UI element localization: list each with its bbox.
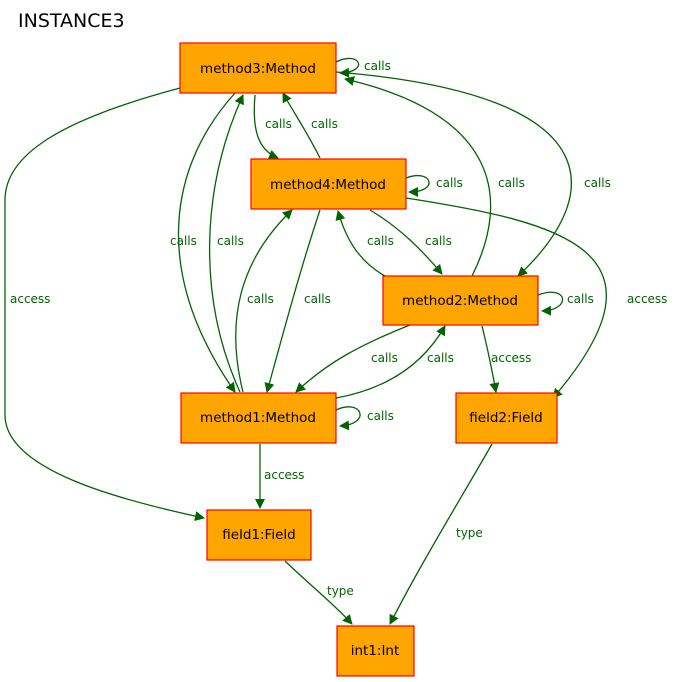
node-method4[interactable]: method4:Method: [250, 158, 407, 210]
edge-label: calls: [247, 292, 274, 306]
node-field1[interactable]: field1:Field: [206, 509, 312, 561]
edge-label: calls: [170, 234, 197, 248]
edge-method2-method1: calls: [295, 324, 411, 393]
edge-method2-field2: access: [481, 325, 531, 393]
node-field2[interactable]: field2:Field: [455, 392, 558, 444]
edge-field2-int1: type: [389, 443, 493, 625]
edge-method1-method1: calls: [335, 406, 394, 431]
edge-label: calls: [311, 117, 338, 131]
edge-label: access: [264, 468, 304, 482]
edge-label: calls: [265, 117, 292, 131]
edge-method1-method4: calls: [235, 209, 293, 393]
edge-method2-method2: calls: [537, 291, 594, 316]
edge-method4-method4: calls: [405, 174, 463, 197]
edge-method1-method3: calls: [208, 94, 244, 393]
edge-method3-method4: calls: [253, 94, 292, 160]
edge-method1-method2: calls: [335, 325, 454, 399]
edge-method4-method3: calls: [282, 92, 338, 159]
edge-method4-method2: calls: [369, 209, 452, 275]
node-label: field2:Field: [469, 410, 542, 426]
edge-method4-field2: access: [405, 197, 667, 399]
node-label: method4:Method: [270, 177, 386, 193]
edge-method2-method3: calls: [344, 76, 525, 277]
edge-label: access: [10, 292, 50, 306]
node-label: method1:Method: [200, 410, 316, 426]
edge-method1-field1: access: [255, 444, 304, 509]
edge-label: calls: [304, 292, 331, 306]
edge-label: type: [327, 584, 354, 598]
edge-method4-method1: calls: [264, 209, 331, 393]
edge-label: calls: [371, 351, 398, 365]
edge-label: calls: [584, 176, 611, 190]
edge-method3-method1: calls: [170, 92, 236, 393]
edge-method3-field1: access: [4, 87, 205, 522]
edge-label: calls: [217, 234, 244, 248]
node-method2[interactable]: method2:Method: [382, 275, 539, 326]
edge-method3-method2: calls: [335, 71, 611, 277]
node-int1[interactable]: int1:Int: [336, 625, 415, 677]
node-label: method2:Method: [402, 293, 518, 309]
edge-field1-int1: type: [284, 560, 354, 625]
edge-method3-method3: calls: [335, 57, 391, 78]
edge-label: calls: [367, 409, 394, 423]
node-label: field1:Field: [222, 527, 295, 543]
edge-label: access: [627, 292, 667, 306]
edge-method2-method4: calls: [335, 210, 394, 277]
edge-label: calls: [567, 292, 594, 306]
edge-label: calls: [498, 176, 525, 190]
edge-label: access: [491, 351, 531, 365]
edge-label: calls: [364, 59, 391, 73]
edge-label: calls: [427, 351, 454, 365]
node-label: method3:Method: [200, 61, 316, 77]
edge-label: calls: [436, 176, 463, 190]
edge-label: type: [456, 526, 483, 540]
edge-label: calls: [367, 234, 394, 248]
node-label: int1:Int: [351, 643, 400, 659]
node-method1[interactable]: method1:Method: [180, 392, 337, 444]
node-method3[interactable]: method3:Method: [179, 42, 337, 94]
edge-label: calls: [425, 234, 452, 248]
diagram-title: INSTANCE3: [18, 10, 125, 32]
